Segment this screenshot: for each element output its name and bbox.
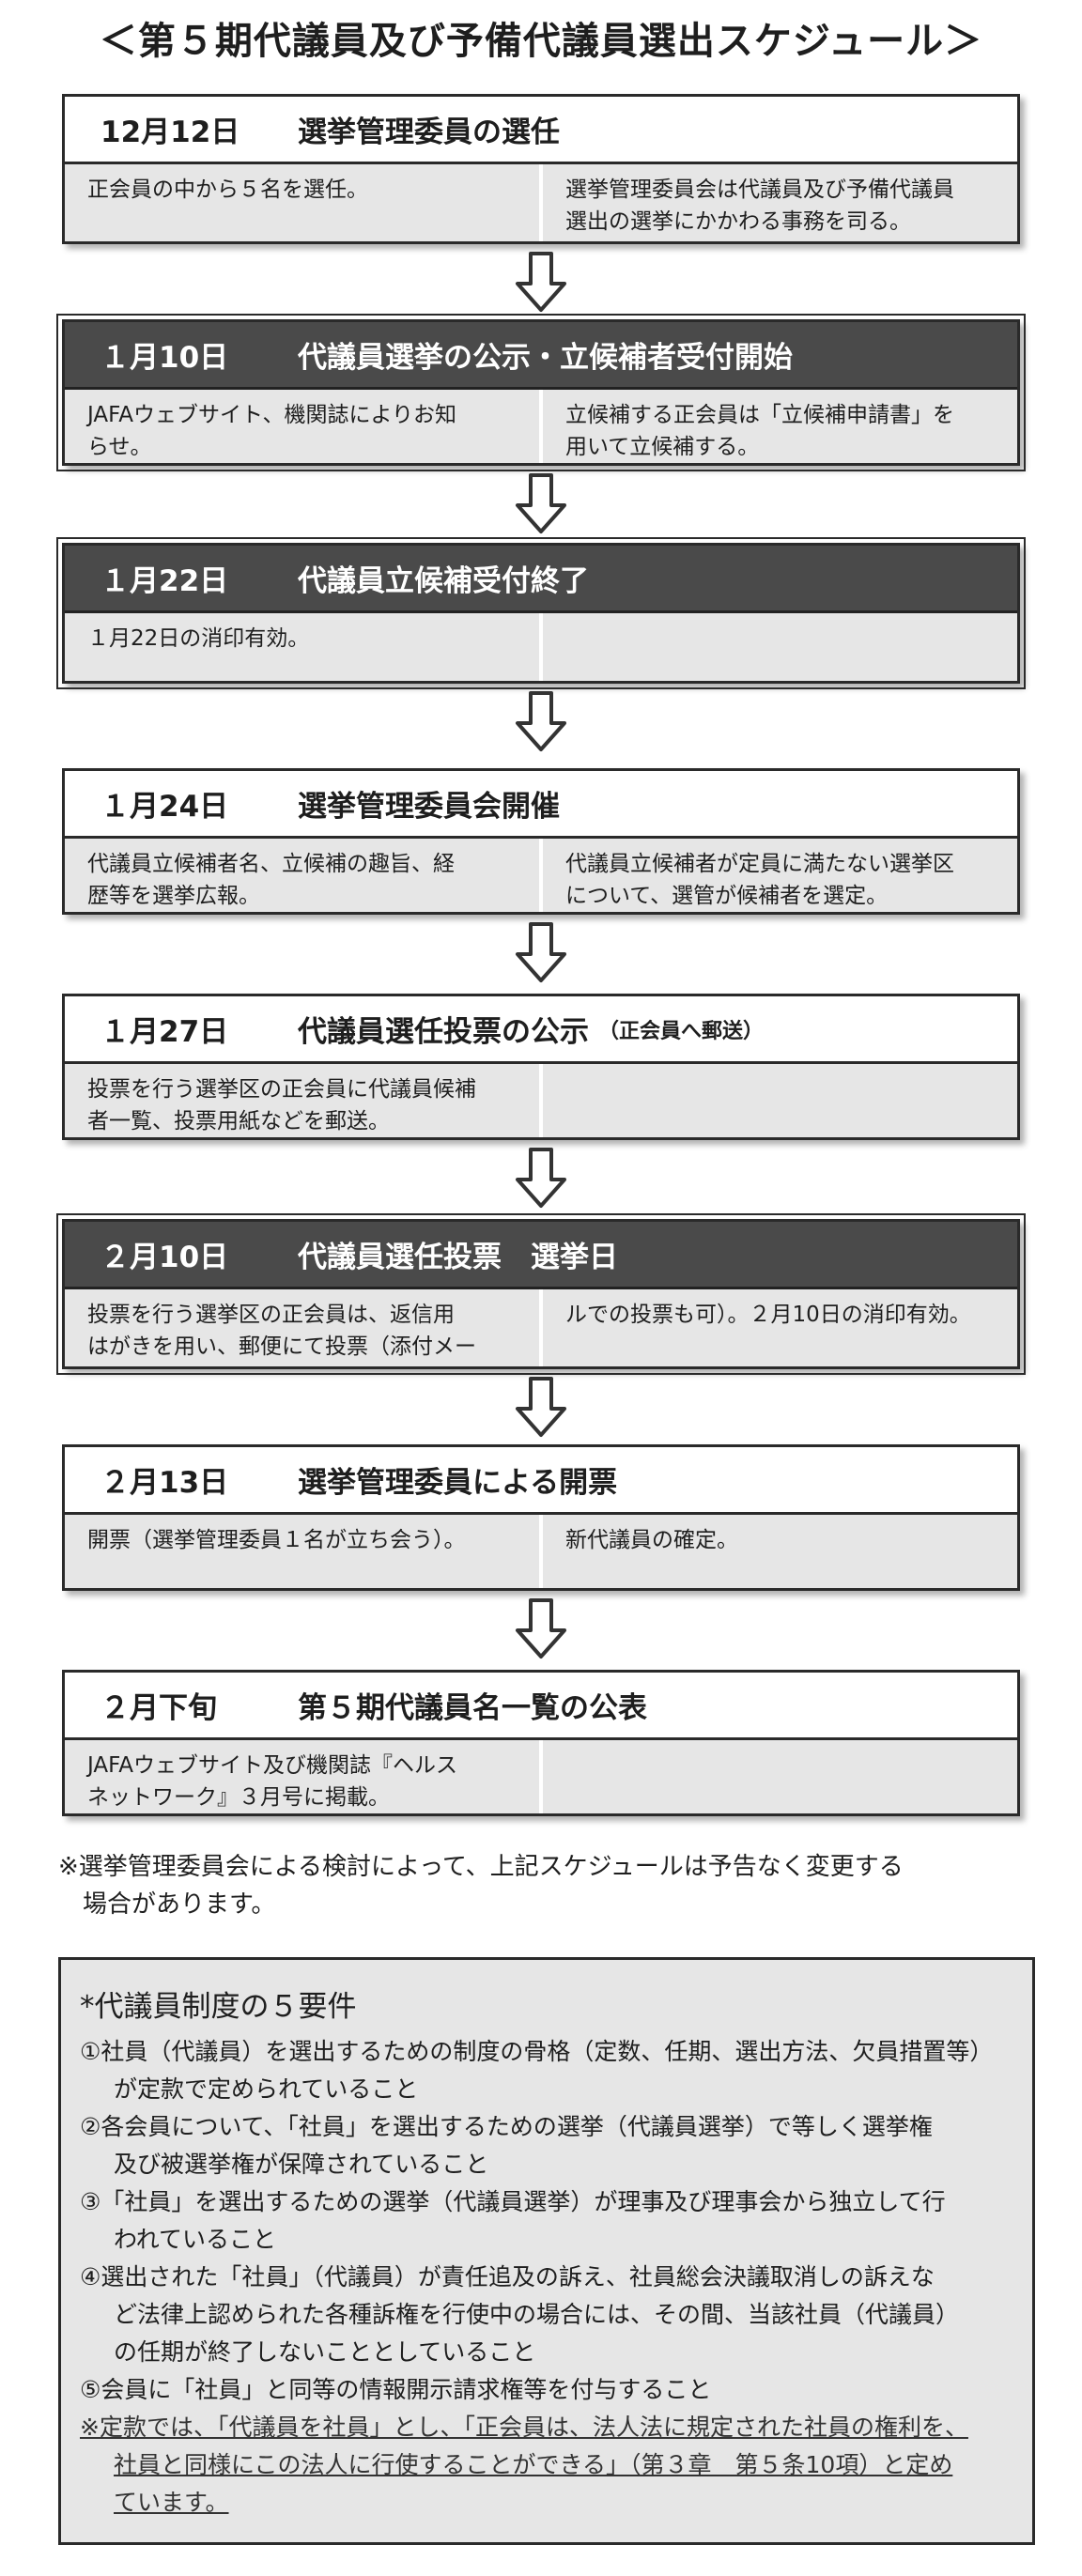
step-date: ２月10日 xyxy=(100,1241,229,1274)
step-detail-right xyxy=(543,1064,1017,1137)
down-arrow-icon xyxy=(516,1377,566,1437)
schedule-step: ２月13日 選挙管理委員による開票開票（選挙管理委員１名が立ち会う）。新代議員の確… xyxy=(62,1444,1020,1591)
requirement-item-1: ①社員（代議員）を選出するための制度の骨格（定数、任期、選出方法、欠員措置等） … xyxy=(80,2038,994,2103)
step-header: ２月下旬 第５期代議員名一覧の公表 xyxy=(65,1673,1017,1740)
schedule-step: 12月12日 選挙管理委員の選任正会員の中から５名を選任。選挙管理委員会は代議員及… xyxy=(62,94,1020,244)
step-body: 開票（選挙管理委員１名が立ち会う）。新代議員の確定。 xyxy=(65,1515,1017,1588)
step-date: １月10日 xyxy=(100,341,229,375)
step-date: １月22日 xyxy=(100,564,229,598)
down-arrow-icon xyxy=(516,691,566,751)
step-detail-left: １月22日の消印有効。 xyxy=(65,613,543,681)
step-event: 代議員選任投票 選挙日 xyxy=(298,1241,618,1274)
step-event: 選挙管理委員の選任 xyxy=(298,116,560,149)
step-body: １月22日の消印有効。 xyxy=(65,613,1017,681)
schedule-step: １月22日 代議員立候補受付終了 １月22日の消印有効。 xyxy=(56,537,1026,689)
step-detail-right: 立候補する正会員は「立候補申請書」を 用いて立候補する。 xyxy=(565,403,954,459)
requirement-item-2: ②各会員について、「社員」を選出するための選挙（代議員選挙）で等しく選挙権 及び… xyxy=(80,2113,933,2178)
step-detail-left: 正会員の中から５名を選任。 xyxy=(65,164,543,241)
step-detail-left: 投票を行う選挙区の正会員は、返信用 はがきを用い、郵便にて投票（添付メー xyxy=(65,1289,543,1366)
step-detail-right: 選挙管理委員会は代議員及び予備代議員 選出の選挙にかかわる事務を司る。 xyxy=(565,177,954,234)
step-header: １月24日 選挙管理委員会開催 xyxy=(65,771,1017,839)
step-detail-left: 開票（選挙管理委員１名が立ち会う）。 xyxy=(65,1515,543,1588)
step-detail-left: JAFAウェブサイト及び機関誌『ヘルス ネットワーク』３月号に掲載。 xyxy=(65,1740,543,1813)
step-header: １月22日 代議員立候補受付終了 xyxy=(65,546,1017,613)
step-detail-right: 代議員立候補者が定員に満たない選挙区 について、選管が候補者を選定。 xyxy=(565,852,954,908)
step-date: ２月13日 xyxy=(100,1466,229,1500)
step-detail-left: 投票を行う選挙区の正会員に代議員候補 者一覧、投票用紙などを郵送。 xyxy=(65,1064,543,1137)
down-arrow-icon xyxy=(516,252,566,312)
requirement-item-5: ⑤会員に「社員」と同等の情報開示請求権等を付与すること xyxy=(80,2376,712,2403)
step-body: 投票を行う選挙区の正会員は、返信用 はがきを用い、郵便にて投票（添付メールでの投… xyxy=(65,1289,1017,1366)
step-event: 代議員立候補受付終了 xyxy=(298,564,589,598)
step-detail-right: ルでの投票も可）。２月10日の消印有効。 xyxy=(565,1303,971,1327)
step-header: ２月10日 代議員選任投票 選挙日 xyxy=(65,1222,1017,1289)
step-date: １月24日 xyxy=(100,790,229,824)
step-header: １月10日 代議員選挙の公示・立候補者受付開始 xyxy=(65,322,1017,390)
down-arrow-icon xyxy=(516,922,566,982)
down-arrow-icon xyxy=(516,1598,566,1658)
step-detail-right xyxy=(543,613,1017,681)
step-body: JAFAウェブサイト、機関誌によりお知 らせ。立候補する正会員は「立候補申請書」… xyxy=(65,390,1017,463)
step-detail-left: JAFAウェブサイト、機関誌によりお知 らせ。 xyxy=(65,390,543,463)
requirement-item-3: ③「社員」を選出するための選挙（代議員選挙）が理事及び理事会から独立して行 われ… xyxy=(80,2188,946,2253)
down-arrow-icon xyxy=(516,1148,566,1208)
step-body: 正会員の中から５名を選任。選挙管理委員会は代議員及び予備代議員 選出の選挙にかか… xyxy=(65,164,1017,241)
step-event: 選挙管理委員会開催 xyxy=(298,790,560,824)
down-arrow-icon xyxy=(516,473,566,533)
step-date: ２月下旬 xyxy=(100,1691,217,1725)
step-header: ２月13日 選挙管理委員による開票 xyxy=(65,1447,1017,1515)
page-title: ＜第５期代議員及び予備代議員選出スケジュール＞ xyxy=(99,20,983,63)
step-detail-right: 新代議員の確定。 xyxy=(565,1528,738,1552)
schedule-step: １月24日 選挙管理委員会開催代議員立候補者名、立候補の趣旨、経 歴等を選挙広報。… xyxy=(62,768,1020,915)
requirements-title: *代議員制度の５要件 xyxy=(80,1990,357,2024)
step-event: 代議員選挙の公示・立候補者受付開始 xyxy=(298,341,793,375)
requirements-box: *代議員制度の５要件 ①社員（代議員）を選出するための制度の骨格（定数、任期、選… xyxy=(58,1957,1035,2545)
step-header: １月27日 代議員選任投票の公示 （正会員へ郵送） xyxy=(65,996,1017,1064)
step-event: 第５期代議員名一覧の公表 xyxy=(298,1691,647,1725)
step-subnote: （正会員へ郵送） xyxy=(598,1019,765,1043)
step-event: 代議員選任投票の公示 xyxy=(298,1015,589,1049)
step-header: 12月12日 選挙管理委員の選任 xyxy=(65,97,1017,164)
step-body: 投票を行う選挙区の正会員に代議員候補 者一覧、投票用紙などを郵送。 xyxy=(65,1064,1017,1137)
step-date: １月27日 xyxy=(100,1015,229,1049)
schedule-step: ２月10日 代議員選任投票 選挙日投票を行う選挙区の正会員は、返信用 はがきを用い… xyxy=(56,1213,1026,1375)
schedule-step: ２月下旬 第５期代議員名一覧の公表 JAFAウェブサイト及び機関誌『ヘルス ネットワ… xyxy=(62,1670,1020,1816)
schedule-step: １月10日 代議員選挙の公示・立候補者受付開始 JAFAウェブサイト、機関誌によりお… xyxy=(56,314,1026,471)
requirements-footnote: ※定款では、「代議員を社員」とし、「正会員は、法人法に規定された社員の権利を、 … xyxy=(80,2414,968,2516)
step-body: 代議員立候補者名、立候補の趣旨、経 歴等を選挙広報。代議員立候補者が定員に満たな… xyxy=(65,839,1017,912)
step-detail-right xyxy=(543,1740,1017,1813)
schedule-note: ※選挙管理委員会による検討によって、上記スケジュールは予告なく変更する 場合があ… xyxy=(58,1853,904,1919)
step-date: 12月12日 xyxy=(100,116,240,149)
step-event: 選挙管理委員による開票 xyxy=(298,1466,618,1500)
step-detail-left: 代議員立候補者名、立候補の趣旨、経 歴等を選挙広報。 xyxy=(65,839,543,912)
requirement-item-4: ④選出された「社員」（代議員）が責任追及の訴え、社員総会決議取消しの訴えな ど法… xyxy=(80,2263,960,2366)
step-body: JAFAウェブサイト及び機関誌『ヘルス ネットワーク』３月号に掲載。 xyxy=(65,1740,1017,1813)
schedule-step: １月27日 代議員選任投票の公示 （正会員へ郵送） 投票を行う選挙区の正会員に代議員候… xyxy=(62,994,1020,1140)
